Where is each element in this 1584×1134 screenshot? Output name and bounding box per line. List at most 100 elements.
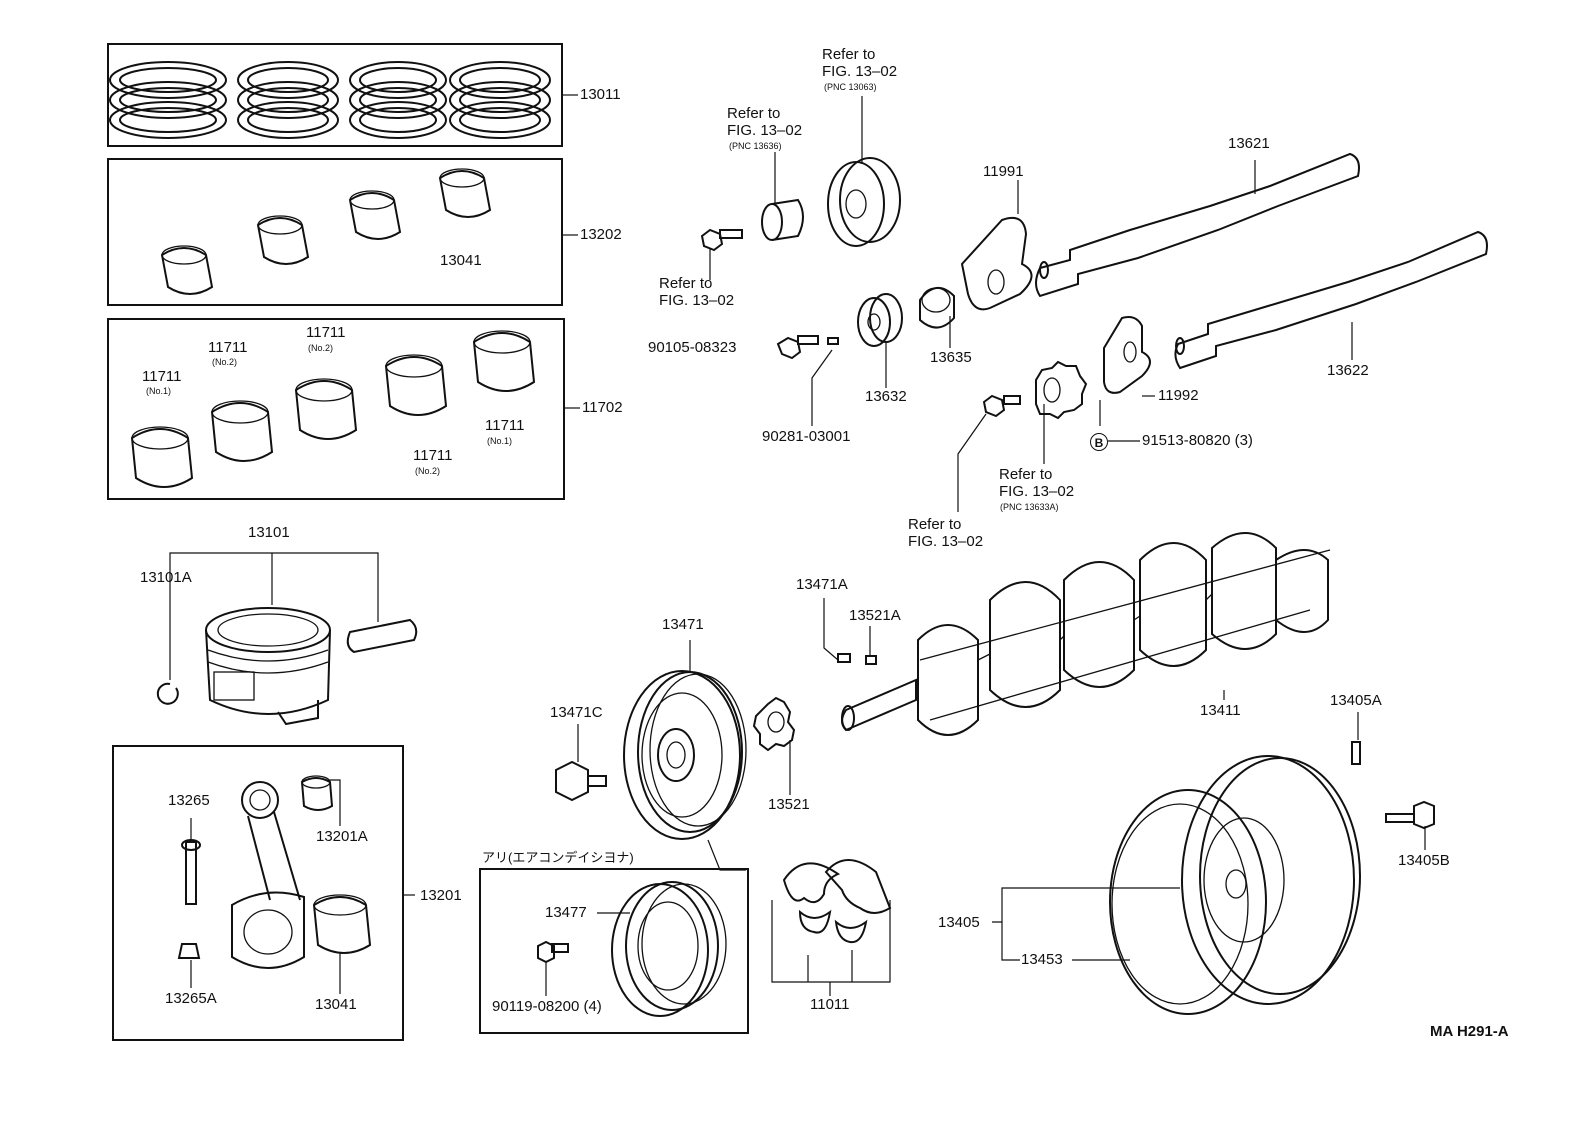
timing-sprocket <box>752 696 796 752</box>
cam-bolt-upper <box>700 228 743 252</box>
main-bearing-3 <box>294 378 358 440</box>
refer-5-line1: Refer to <box>908 516 962 533</box>
label-13405: 13405 <box>938 914 980 931</box>
piston-ring-set-box <box>107 43 563 147</box>
conrod-bearing-3 <box>348 190 402 240</box>
label-13411: 13411 <box>1200 702 1241 719</box>
thrust-washer-2 <box>824 859 892 944</box>
label-11702: 11702 <box>582 399 623 416</box>
refer-4-line1: Refer to <box>999 466 1053 483</box>
conrod-bearing-2 <box>256 215 310 265</box>
label-13453: 13453 <box>1021 951 1063 968</box>
label-13101: 13101 <box>248 524 290 541</box>
crankshaft <box>841 532 1331 736</box>
conrod-bearing-box <box>107 158 563 306</box>
flywheel-pin <box>1351 741 1361 765</box>
conrod-bearing-bottom <box>312 894 372 954</box>
flywheel-bolt <box>1385 800 1435 830</box>
cam-bolt-lower <box>776 335 819 360</box>
label-11711-d-sub: (No.2) <box>415 466 441 476</box>
cam-sprocket-mid <box>1035 360 1088 420</box>
label-11711-e: 11711 <box>485 417 525 434</box>
piston-ring-set-2 <box>237 61 339 139</box>
flywheel <box>1109 755 1361 1015</box>
label-13405A: 13405A <box>1330 692 1382 709</box>
refer-3-line1: Refer to <box>659 275 713 292</box>
connecting-rod-box <box>112 745 404 1041</box>
camshaft-2 <box>1174 230 1488 370</box>
main-bearing-2 <box>210 400 274 462</box>
circle-b-marker: B <box>1090 433 1108 451</box>
label-13265: 13265 <box>168 792 210 809</box>
label-11711-b-sub: (No.2) <box>212 357 238 367</box>
refer-5-line2: FIG. 13–02 <box>908 533 984 550</box>
cam-spacer <box>919 287 955 329</box>
label-90105-08323: 90105-08323 <box>648 339 737 356</box>
ac-pulley-bolt <box>537 940 569 964</box>
refer-1-line2: FIG. 13–02 <box>822 63 898 80</box>
label-11711-a: 11711 <box>142 368 182 385</box>
label-90281-03001: 90281-03001 <box>762 428 851 445</box>
refer-4-pnc: (PNC 13633A) <box>1000 502 1059 512</box>
label-13632: 13632 <box>865 388 907 405</box>
connecting-rod <box>231 781 305 969</box>
cam-timing-gear-upper <box>827 157 901 247</box>
piston-ring-set-3 <box>349 61 447 139</box>
label-aircon-note: アリ(エアコンデイシヨナ) <box>482 850 634 865</box>
piston-ring-set-1 <box>109 61 227 139</box>
crank-key-a <box>837 653 851 663</box>
snap-ring <box>156 682 179 705</box>
main-bearing-1 <box>130 426 194 488</box>
label-13201: 13201 <box>420 887 462 904</box>
pulley-bolt <box>555 760 607 802</box>
label-91513-80820: 91513-80820 (3) <box>1142 432 1253 449</box>
label-13471C: 13471C <box>550 704 603 721</box>
crank-key-b <box>865 655 877 665</box>
conrod-nut <box>177 943 201 959</box>
label-11711-d: 11711 <box>413 447 453 464</box>
label-11711-a-sub: (No.1) <box>146 386 172 396</box>
figure-code: MA H291-A <box>1430 1023 1509 1040</box>
label-11711-c: 11711 <box>306 324 346 341</box>
label-13202: 13202 <box>580 226 622 243</box>
camshaft-plate-2 <box>1103 316 1151 394</box>
refer-1-pnc: (PNC 13063) <box>824 82 877 92</box>
ac-pulley-box <box>479 868 749 1034</box>
label-13101A: 13101A <box>140 569 192 586</box>
main-bearing-box <box>107 318 565 500</box>
crankshaft-pulley <box>623 670 747 840</box>
label-13622: 13622 <box>1327 362 1369 379</box>
cam-timing-gear-lower <box>857 293 903 347</box>
label-13011: 13011 <box>580 86 621 103</box>
label-11991: 11991 <box>983 163 1024 180</box>
ac-pulley <box>611 881 727 1017</box>
main-bearing-4 <box>384 354 448 416</box>
main-bearing-5 <box>472 330 536 392</box>
small-end-bushing <box>300 775 334 811</box>
label-13405B: 13405B <box>1398 852 1450 869</box>
refer-2-pnc: (PNC 13636) <box>729 141 782 151</box>
piston-ring-set-4 <box>449 61 551 139</box>
label-13471: 13471 <box>662 616 704 633</box>
refer-1-line1: Refer to <box>822 46 876 63</box>
label-11992: 11992 <box>1158 387 1199 404</box>
piston-pin <box>346 618 418 654</box>
label-13521A: 13521A <box>849 607 901 624</box>
label-11011: 11011 <box>810 996 850 1013</box>
label-13265A: 13265A <box>165 990 217 1007</box>
label-13621: 13621 <box>1228 135 1270 152</box>
label-13041-bottom: 13041 <box>315 996 357 1013</box>
cam-knock-pin <box>827 337 839 345</box>
cam-bolt-mid <box>982 394 1021 418</box>
piston <box>205 607 331 726</box>
camshaft-plate-1 <box>960 216 1033 311</box>
cam-washer <box>761 198 804 241</box>
refer-3-line2: FIG. 13–02 <box>659 292 735 309</box>
label-13041-top: 13041 <box>440 252 482 269</box>
conrod-bearing-1 <box>160 245 214 295</box>
label-13635: 13635 <box>930 349 972 366</box>
label-13477: 13477 <box>545 904 587 921</box>
label-13471A: 13471A <box>796 576 848 593</box>
camshaft-1 <box>1035 152 1360 298</box>
